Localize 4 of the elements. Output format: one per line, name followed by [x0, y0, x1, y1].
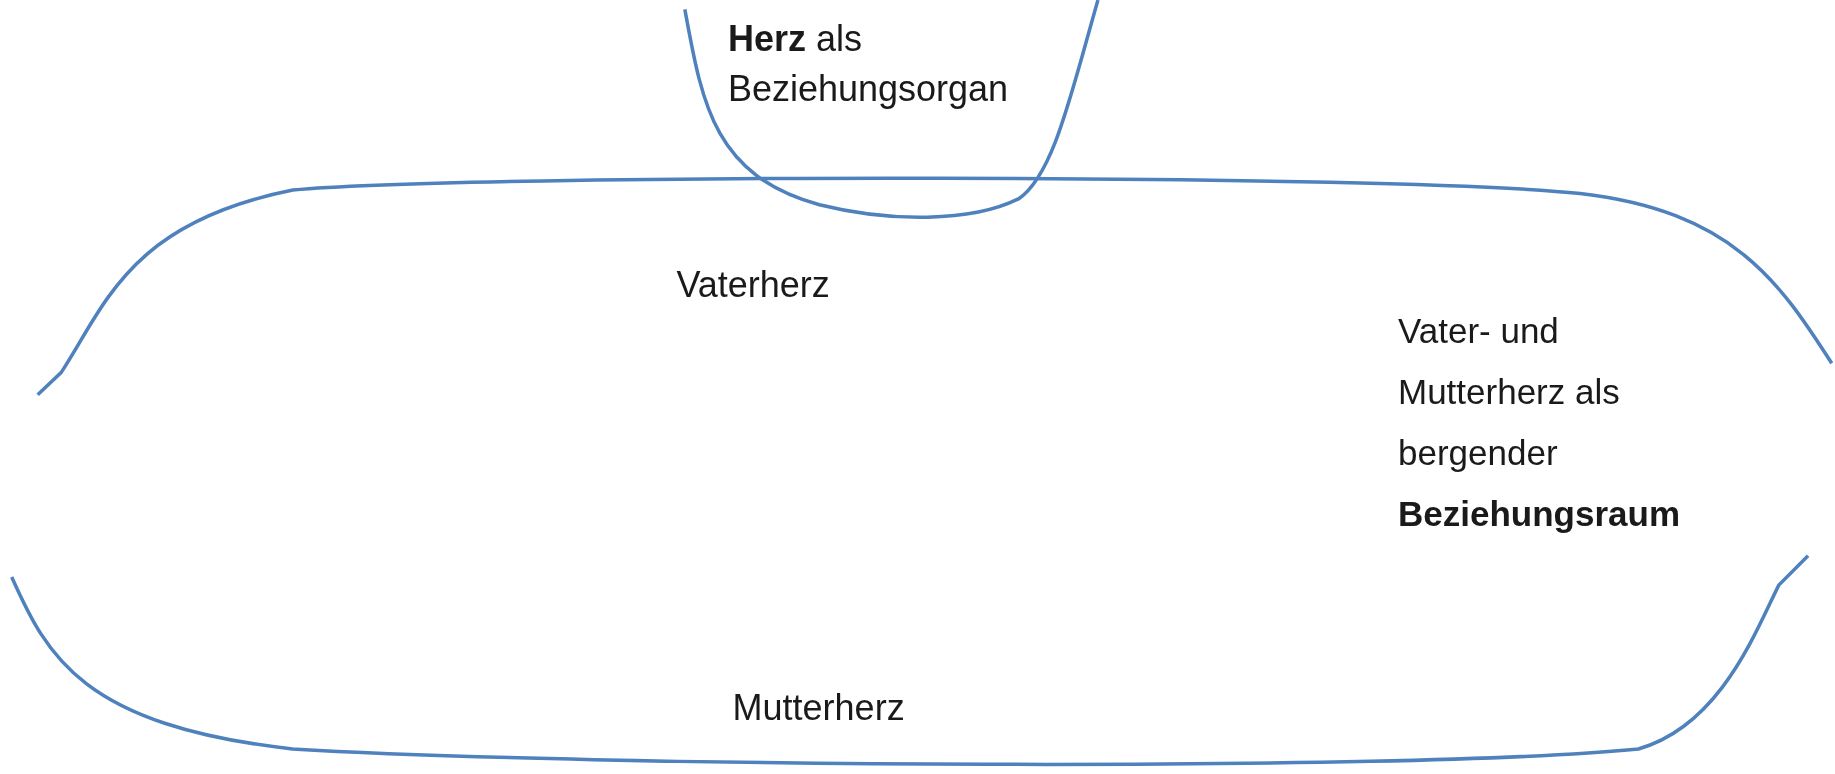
annotation-text: Vater- und Mutterherz als bergender Beziehungsraum	[1398, 310, 1681, 535]
node-text: Herz als Beziehungsorgan	[727, 17, 1010, 112]
node-text: Vaterherz	[676, 262, 831, 307]
node-text: Mutterherz	[732, 686, 906, 731]
